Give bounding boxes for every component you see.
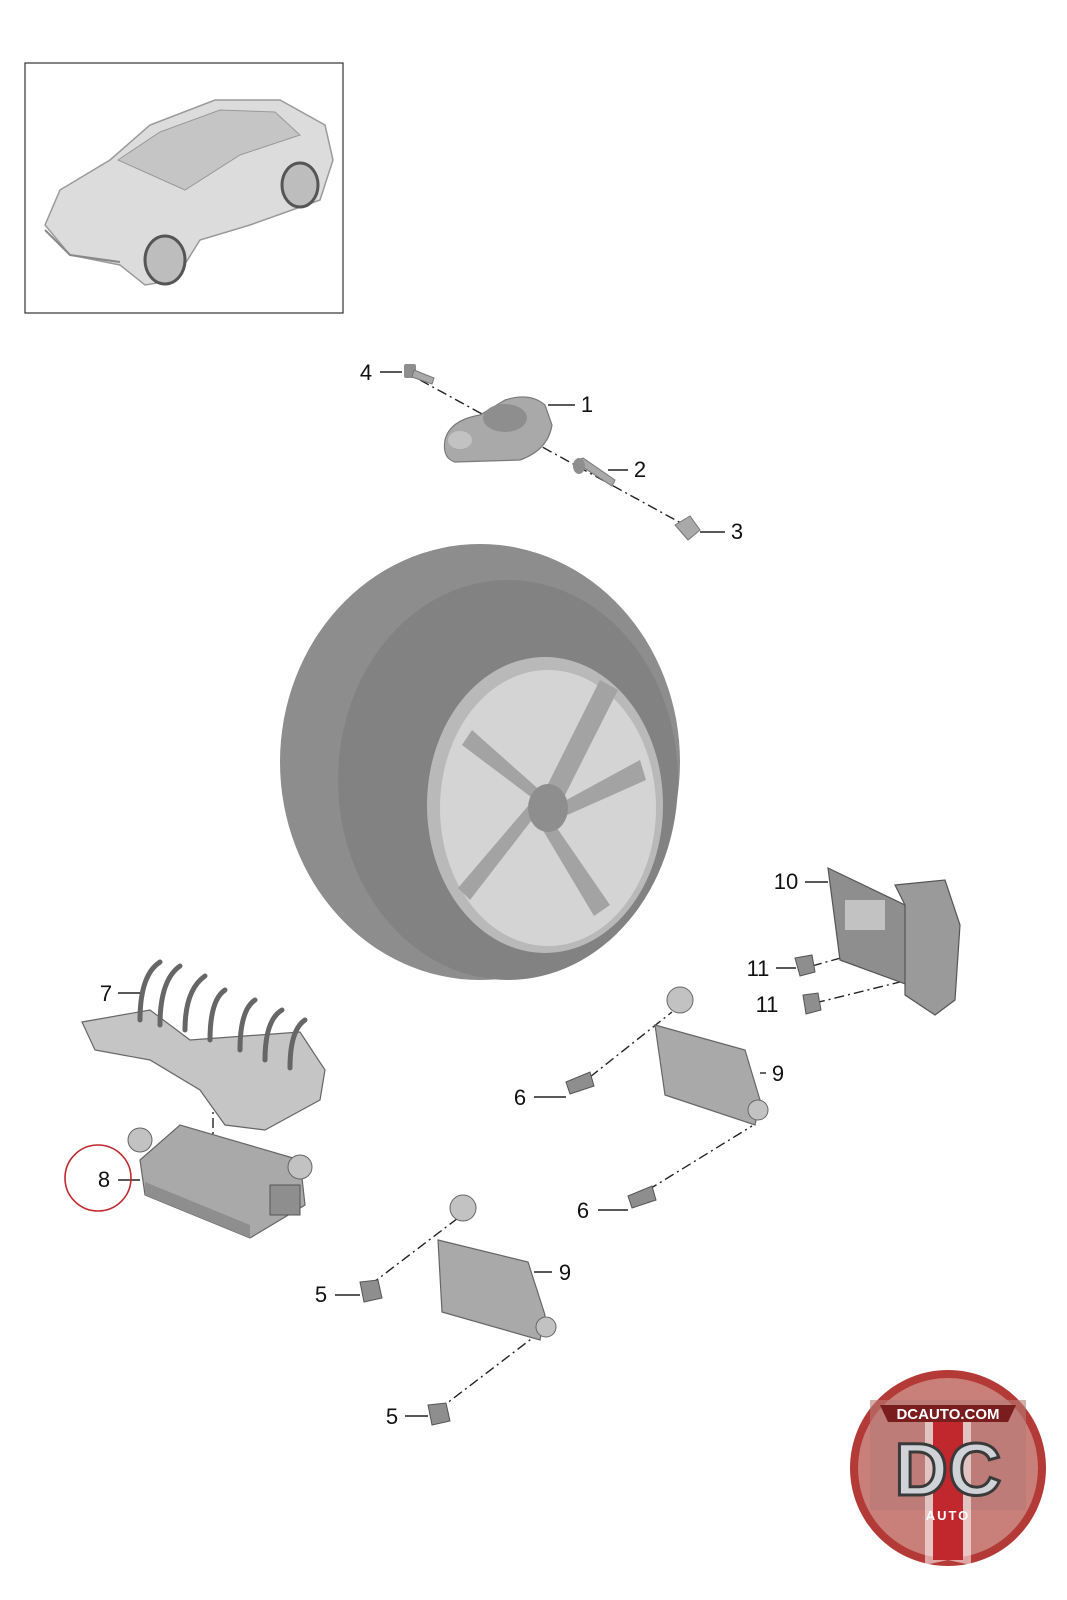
callout-labels: 4 1 2 3 10 11 11 7 9 6 8 6 5 9 5 [98, 360, 798, 1429]
logo-main-text: DC [895, 1428, 1002, 1511]
callout-6-lower: 6 [577, 1198, 589, 1223]
callout-1: 1 [581, 392, 593, 417]
callout-6-upper: 6 [514, 1085, 526, 1110]
callout-3: 3 [731, 519, 743, 544]
callout-8: 8 [98, 1167, 110, 1192]
part-2-valve-stem [573, 457, 616, 487]
part-11-nut-upper [794, 954, 816, 977]
callout-leaders [118, 371, 828, 1417]
callout-11-upper: 11 [747, 956, 770, 981]
callout-7: 7 [100, 981, 112, 1006]
part-9-module-lower [437, 1194, 557, 1341]
wheel-tire-assembly [280, 544, 680, 980]
part-11-nut-lower [802, 992, 822, 1015]
callout-9-lower: 9 [559, 1260, 571, 1285]
callout-4: 4 [360, 360, 372, 385]
dcauto-logo: DCAUTO.COM DC AUTO [850, 1370, 1046, 1566]
part-7-holder [81, 959, 326, 1131]
callout-2: 2 [634, 457, 646, 482]
callout-5-upper: 5 [315, 1282, 327, 1307]
callout-8-highlight [64, 1144, 132, 1212]
part-1-tpms-sensor [443, 396, 553, 463]
logo-sub-text: AUTO [926, 1508, 971, 1523]
callout-10: 10 [774, 869, 798, 894]
logo-top-text: DCAUTO.COM [896, 1406, 999, 1423]
part-6-clip-lower [627, 1185, 657, 1209]
part-5-nut-lower [427, 1402, 451, 1426]
part-9-module-upper [654, 986, 769, 1126]
callout-11-lower: 11 [756, 992, 779, 1017]
callout-9-upper: 9 [772, 1061, 784, 1086]
part-8-control-unit [127, 1124, 313, 1239]
part-5-nut-upper [359, 1279, 383, 1303]
part-6-clip-upper [565, 1071, 595, 1095]
part-3-valve-cap [674, 515, 701, 541]
vehicle-thumbnail [24, 62, 344, 314]
callout-5-lower: 5 [386, 1404, 398, 1429]
part-10-bracket [827, 866, 961, 1016]
part-4-screw [404, 364, 435, 385]
